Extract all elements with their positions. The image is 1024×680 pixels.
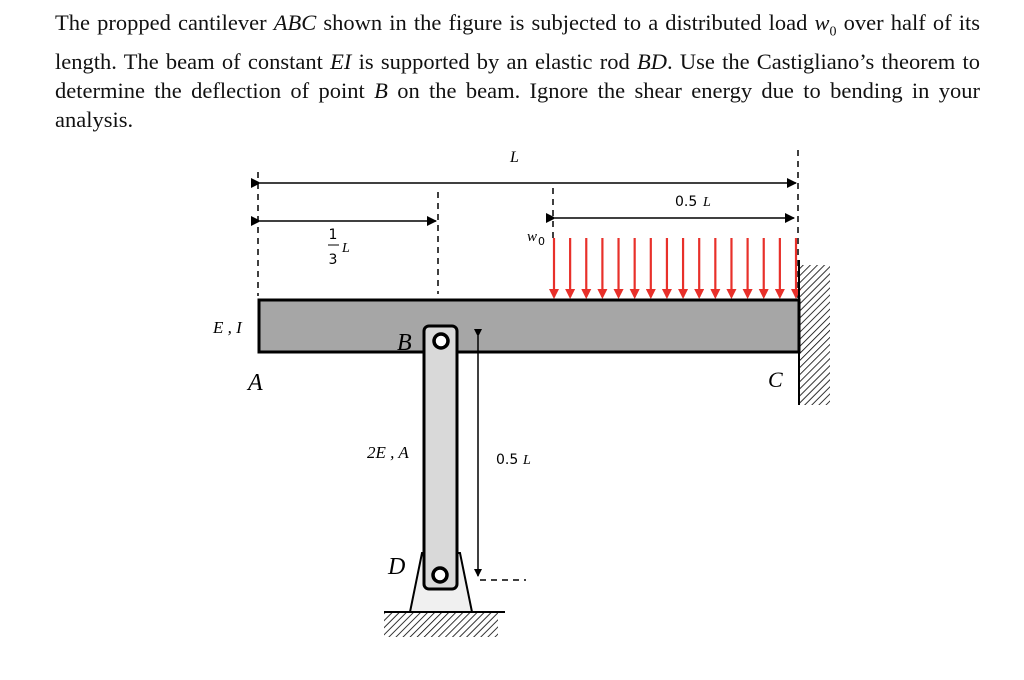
extension-lines bbox=[257, 150, 799, 581]
load-span-variable: L bbox=[702, 195, 711, 210]
rod-length-value: 0.5 bbox=[496, 452, 518, 468]
load-subscript: 0 bbox=[829, 24, 837, 40]
dimension-load-span: 0.5 L bbox=[546, 194, 795, 223]
load-subscript: 0 bbox=[538, 235, 545, 248]
beam-name: ABC bbox=[273, 10, 317, 35]
point-b-ref: B bbox=[374, 77, 388, 103]
text: over half of its length. The beam of con… bbox=[55, 10, 980, 74]
dimension-b-position: 1 3 L bbox=[251, 216, 437, 268]
load-span-value: 0.5 bbox=[675, 194, 697, 210]
beam-abc bbox=[257, 298, 801, 354]
point-a-label: A bbox=[246, 370, 263, 396]
distributed-load-arrows bbox=[549, 238, 801, 299]
rod-length-variable: L bbox=[522, 453, 531, 468]
load-symbol: w bbox=[814, 10, 830, 35]
dimension-total-length: L bbox=[251, 149, 797, 188]
fraction-numerator: 1 bbox=[329, 227, 338, 243]
text: is supported by an elastic rod bbox=[351, 48, 637, 74]
fraction-variable: L bbox=[341, 241, 350, 256]
ei-symbol: EI bbox=[330, 48, 352, 74]
rod-properties-label: 2E , A bbox=[367, 443, 409, 462]
dimension-label-l: L bbox=[509, 149, 519, 166]
fixed-wall-c bbox=[798, 260, 830, 405]
text: on the beam. Ignore the shear energy due… bbox=[55, 77, 980, 132]
beam-properties-label: E , I bbox=[212, 318, 243, 337]
dimension-rod-length: 0.5 L bbox=[474, 329, 531, 577]
ground-d bbox=[384, 611, 505, 637]
fraction-denominator: 3 bbox=[329, 252, 338, 268]
pin-b-icon bbox=[432, 332, 450, 350]
rod-name: BD bbox=[636, 48, 667, 74]
text: shown in the figure is subjected to a di… bbox=[316, 10, 815, 35]
text: The propped cantilever bbox=[55, 10, 274, 35]
rod-bd bbox=[408, 324, 474, 613]
text: . Use the Castigliano’s theorem to deter… bbox=[55, 48, 980, 103]
problem-statement: The propped cantilever ABC shown in the … bbox=[55, 8, 980, 134]
load-symbol: w bbox=[527, 229, 537, 245]
point-b-label: B bbox=[397, 330, 412, 356]
load-label: w 0 bbox=[527, 229, 545, 248]
point-d-label: D bbox=[387, 554, 405, 580]
point-c-label: C bbox=[768, 367, 783, 392]
pin-d-icon bbox=[431, 566, 449, 584]
